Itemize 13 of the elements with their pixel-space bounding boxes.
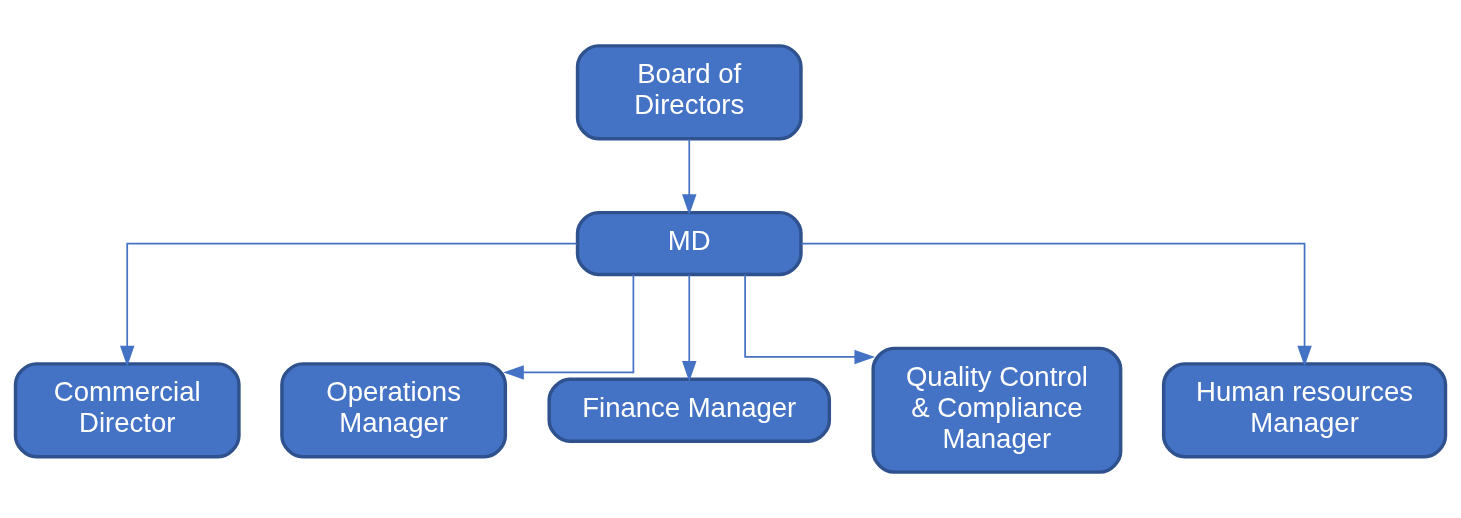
arrow — [800, 242, 1312, 367]
arrow — [682, 274, 697, 382]
node-box: Human resources Manager — [1161, 362, 1448, 459]
node-box: Finance Manager — [547, 377, 832, 443]
node-box: Operations Manager — [280, 362, 508, 459]
node-box: MD — [575, 210, 803, 277]
node-box: Commercial Director — [13, 362, 241, 459]
arrow — [744, 273, 876, 365]
arrow — [503, 273, 635, 380]
arrow — [682, 138, 697, 215]
node-box: Quality Control & Compliance Manager — [871, 346, 1123, 474]
node-box: Board of Directors — [575, 44, 803, 141]
arrow — [120, 242, 578, 367]
